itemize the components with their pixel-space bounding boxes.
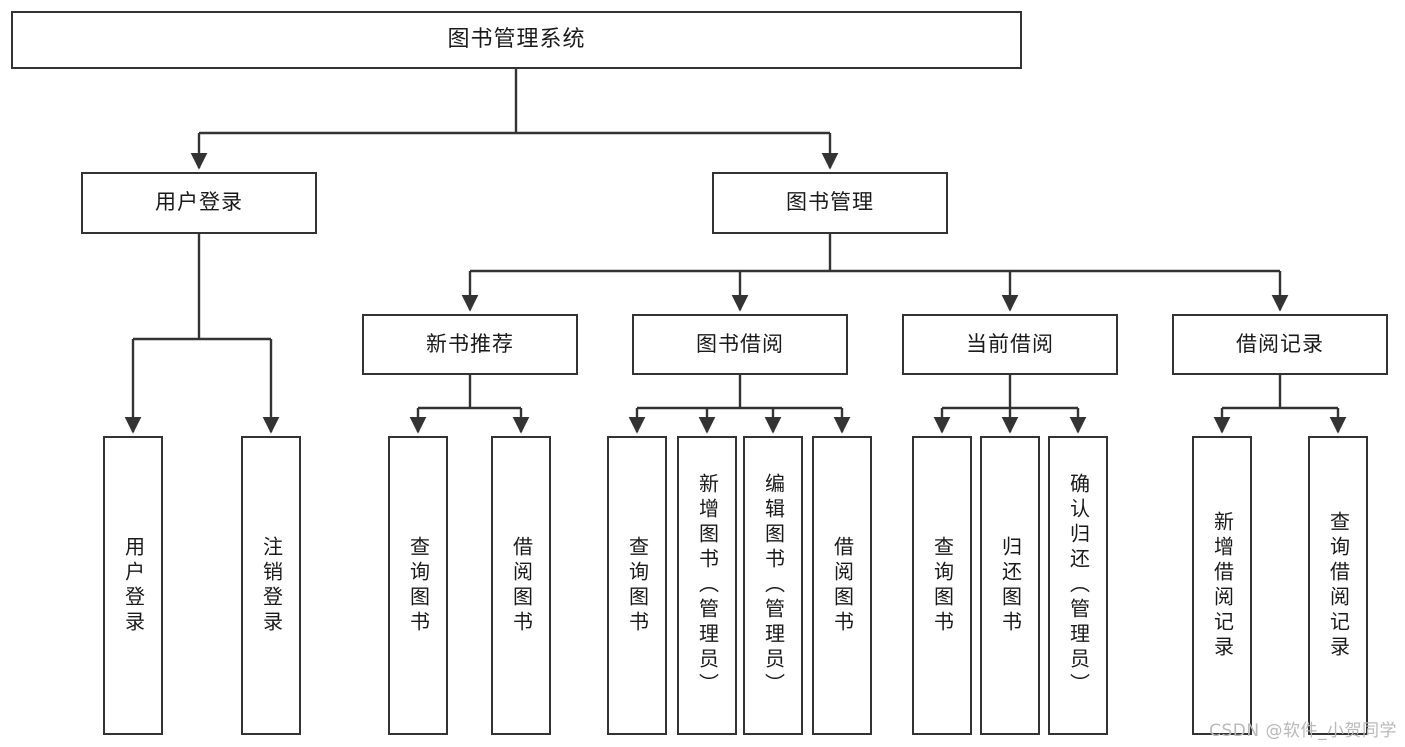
leaf-br-add-record-label: 新增借阅记录 — [1210, 510, 1235, 661]
node-book-manage[interactable]: 图书管理 — [712, 172, 948, 234]
leaf-br-query-record-label: 查询借阅记录 — [1326, 510, 1351, 661]
leaf-bb-query-book[interactable]: 查询图书 — [607, 436, 667, 735]
leaf-cb-confirm-return[interactable]: 确认归还（管理员） — [1048, 436, 1108, 735]
leaf-cb-confirm-return-label: 确认归还（管理员） — [1066, 473, 1091, 698]
node-user-login[interactable]: 用户登录 — [81, 172, 317, 234]
leaf-cb-return-book[interactable]: 归还图书 — [980, 436, 1040, 735]
leaf-logout-label: 注销登录 — [259, 535, 284, 636]
leaf-bb-add-book[interactable]: 新增图书（管理员） — [677, 436, 737, 735]
node-book-borrow-label: 图书借阅 — [696, 331, 784, 356]
leaf-br-add-record[interactable]: 新增借阅记录 — [1192, 436, 1252, 735]
leaf-bb-borrow-book[interactable]: 借阅图书 — [812, 436, 872, 735]
leaf-user-login[interactable]: 用户登录 — [103, 436, 163, 735]
node-borrow-record[interactable]: 借阅记录 — [1172, 314, 1388, 375]
leaf-nb-borrow-book[interactable]: 借阅图书 — [491, 436, 551, 735]
leaf-bb-edit-book-label: 编辑图书（管理员） — [761, 473, 786, 698]
node-book-manage-label: 图书管理 — [786, 190, 874, 215]
leaf-logout[interactable]: 注销登录 — [241, 436, 301, 735]
leaf-bb-edit-book[interactable]: 编辑图书（管理员） — [743, 436, 803, 735]
leaf-bb-add-book-label: 新增图书（管理员） — [695, 473, 720, 698]
node-root-system[interactable]: 图书管理系统 — [11, 11, 1022, 69]
node-book-borrow[interactable]: 图书借阅 — [632, 314, 848, 375]
node-user-login-label: 用户登录 — [155, 190, 243, 215]
csdn-watermark: CSDN @软件_小贺同学 — [1209, 721, 1397, 741]
leaf-nb-query-book[interactable]: 查询图书 — [388, 436, 448, 735]
leaf-bb-borrow-book-label: 借阅图书 — [830, 535, 855, 636]
node-current-borrow[interactable]: 当前借阅 — [902, 314, 1118, 375]
node-root-label: 图书管理系统 — [447, 26, 586, 52]
leaf-user-login-label: 用户登录 — [121, 535, 146, 636]
leaf-nb-borrow-book-label: 借阅图书 — [509, 535, 534, 636]
node-borrow-record-label: 借阅记录 — [1236, 331, 1324, 356]
node-new-book-recommend[interactable]: 新书推荐 — [362, 314, 578, 375]
leaf-cb-query-book[interactable]: 查询图书 — [912, 436, 972, 735]
node-new-book-recommend-label: 新书推荐 — [426, 331, 514, 356]
node-current-borrow-label: 当前借阅 — [966, 331, 1054, 356]
leaf-cb-return-book-label: 归还图书 — [998, 535, 1023, 636]
leaf-nb-query-book-label: 查询图书 — [406, 535, 431, 636]
leaf-br-query-record[interactable]: 查询借阅记录 — [1308, 436, 1368, 735]
leaf-cb-query-book-label: 查询图书 — [930, 535, 955, 636]
leaf-bb-query-book-label: 查询图书 — [625, 535, 650, 636]
